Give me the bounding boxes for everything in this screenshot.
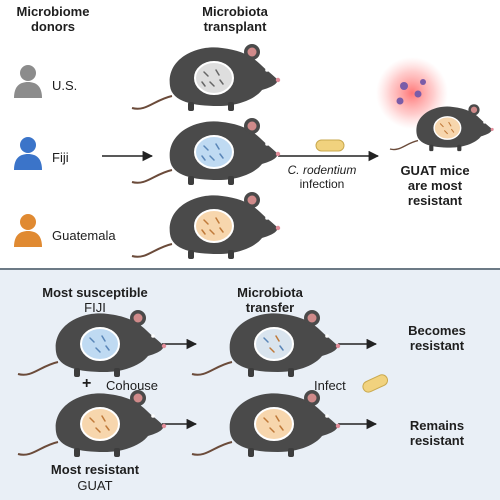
mouse-us (131, 43, 282, 112)
resistant-sub: GUAT (77, 478, 113, 493)
pathogen-capsule-icon (315, 139, 345, 152)
mouse-fiji-after-transfer (191, 309, 342, 378)
donor-icon-fiji (14, 137, 42, 170)
transfer-title: Microbiota transfer (237, 285, 303, 315)
donor-label-us: U.S. (52, 78, 78, 93)
outcome-becomes-resistant: Becomes resistant (408, 323, 466, 353)
susceptible-sub: FIJI (84, 300, 106, 315)
mouse-guat-resistant (17, 389, 168, 458)
pathogen-name: C. rodentium (287, 163, 357, 177)
mouse-guat-result (389, 103, 495, 152)
donors-title: Microbiome donors (16, 4, 90, 34)
donor-label-fiji: Fiji (52, 150, 69, 165)
mouse-fiji-susceptible (17, 309, 168, 378)
donor-icon-guatemala (14, 214, 42, 247)
resistant-title: Most resistant (50, 462, 140, 477)
bacteria-icon (396, 79, 426, 105)
cohouse-plus: + (82, 375, 92, 392)
infection-label: C. rodentium infection (272, 163, 372, 191)
outcome-remains-resistant: Remains resistant (409, 418, 465, 448)
section-divider (0, 268, 500, 270)
donor-icon-us (14, 65, 42, 98)
result-text: GUAT mice are most resistant (400, 163, 470, 208)
mouse-fiji (131, 117, 282, 186)
donor-label-guatemala: Guatemala (52, 228, 116, 243)
mouse-guatemala (131, 191, 282, 260)
transplant-title: Microbiota transplant (202, 4, 268, 34)
infect-label: Infect (314, 378, 346, 393)
bottom-panel (0, 270, 500, 500)
infection-word: infection (299, 177, 345, 191)
pathogen-capsule-icon-2 (362, 374, 389, 393)
cohouse-label: Cohouse (106, 378, 159, 393)
mouse-guat-after-transfer (191, 389, 342, 458)
susceptible-title: Most susceptible (42, 285, 148, 300)
